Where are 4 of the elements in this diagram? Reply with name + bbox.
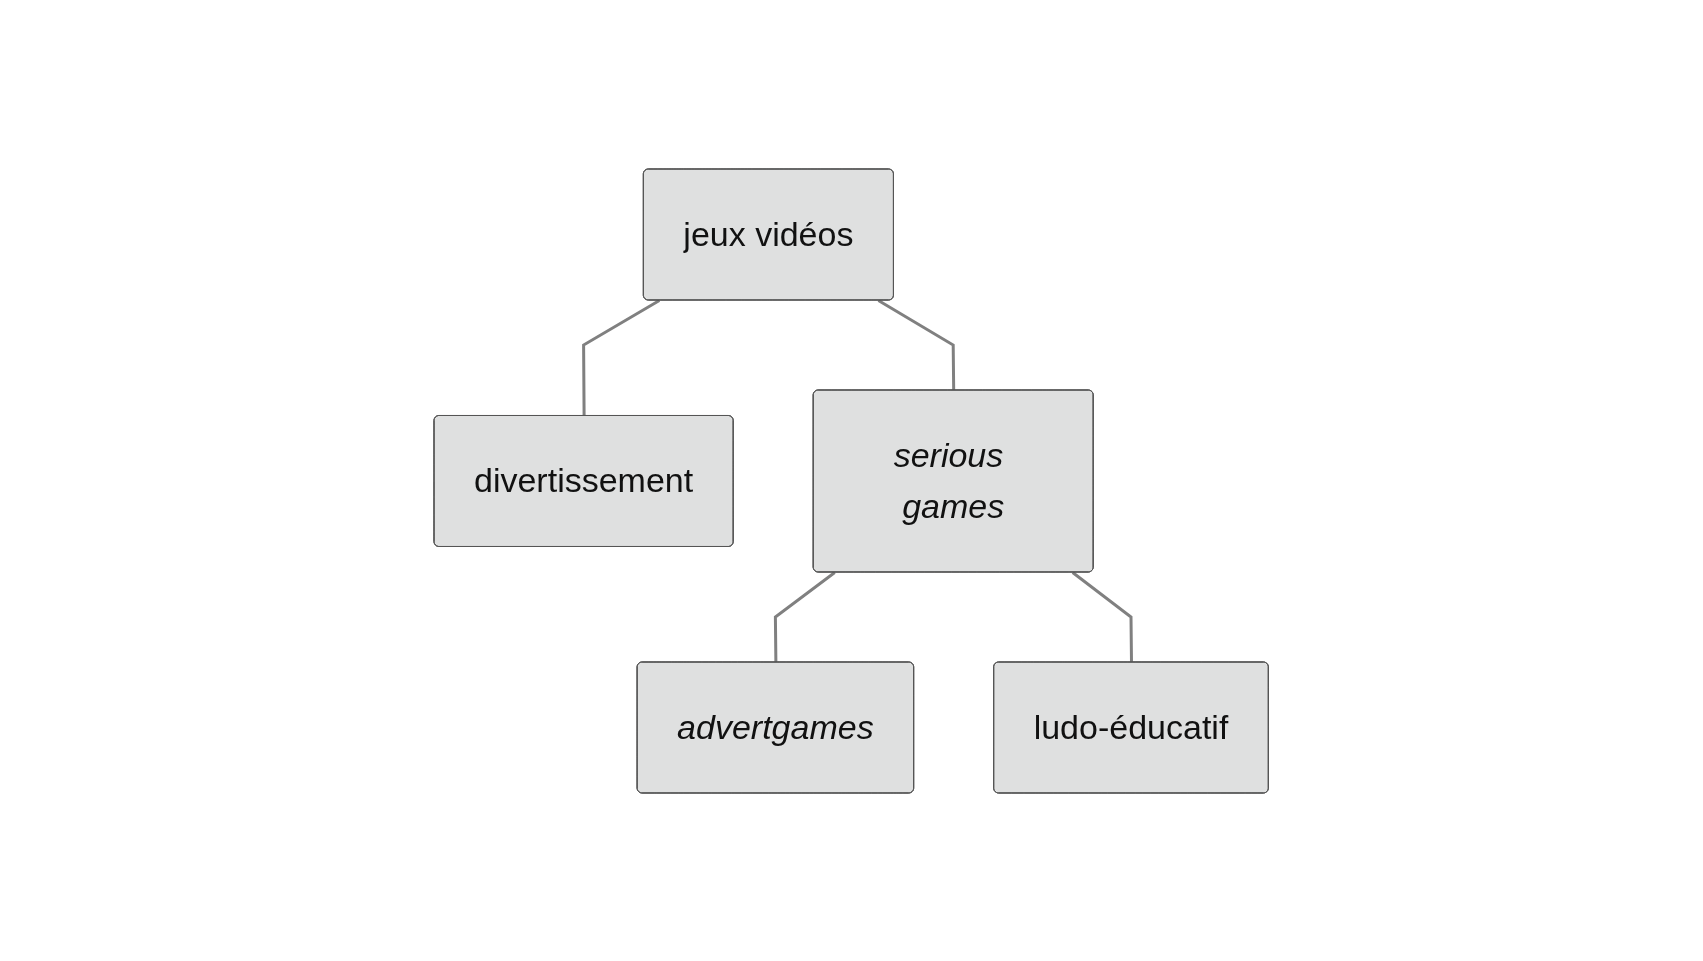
connector [878,298,956,390]
connector [582,298,661,416]
connector [774,570,836,662]
connector [1072,570,1134,662]
